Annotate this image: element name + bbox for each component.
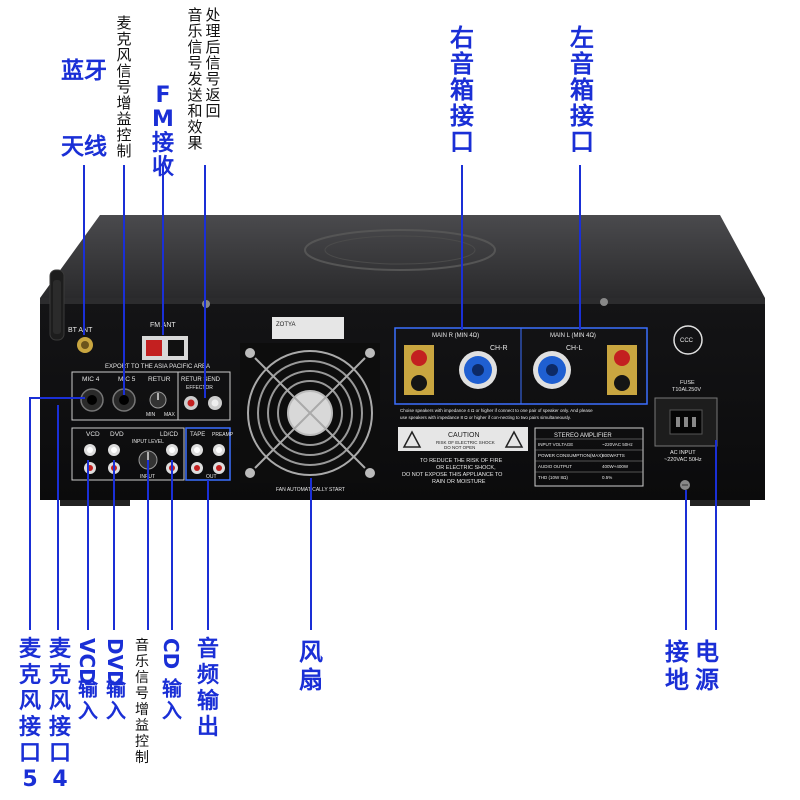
callout-cd-input-latin: CD <box>159 638 183 669</box>
brand-label: ZOTYA <box>276 322 296 328</box>
mic5-label: MIC 5 <box>118 376 136 383</box>
ac-input-label-2: ~220VAC 50Hz <box>664 457 702 463</box>
caution-body-2: OR ELECTRIC SHOCK, <box>436 465 496 471</box>
input-group-frame <box>71 427 185 481</box>
left-speakon-jack[interactable] <box>533 351 571 389</box>
callout-dvd-input: 输入 <box>106 677 127 723</box>
callout-right-speaker: 右音箱接口 <box>450 24 474 156</box>
caution-body-4: RAIN OR MOISTURE <box>432 479 486 485</box>
spec-row-value: ~220VAC 50Hz <box>602 442 634 447</box>
callout-vcd-input-latin: VCD <box>75 638 99 685</box>
callout-bt-antenna-1: 蓝牙 <box>61 57 107 84</box>
caution-body-1: TO REDUCE THE RISK OF FIRE <box>420 458 503 464</box>
right-speakon-jack[interactable] <box>459 351 497 389</box>
brand-sticker <box>272 317 344 339</box>
bluetooth-antenna <box>49 269 65 341</box>
main-r-label: MAIN R (MIN 4Ω) <box>432 333 479 339</box>
warning-triangle-icon <box>402 430 524 448</box>
spec-row-value: 800WATTS <box>602 453 625 458</box>
spec-table-frame <box>534 427 644 487</box>
mic4-jack[interactable] <box>80 388 104 412</box>
callout-vcd-input: 输入 <box>78 677 99 723</box>
ac-power-inlet[interactable] <box>654 397 718 447</box>
callout-effect-send: 音乐信号发送和效果 <box>187 6 202 152</box>
tape-label: TAPE <box>190 432 205 438</box>
fuse-label-1: FUSE <box>680 380 695 386</box>
callout-mic-gain: 麦克风信号增益控制 <box>116 14 131 160</box>
callout-audio-out: 音频输出 <box>197 636 220 740</box>
return-send-label: RETUR SEND <box>181 377 221 383</box>
dvd-label: DVD <box>110 431 124 438</box>
cooling-fan <box>240 343 380 483</box>
spec-row-value: 400W+400W <box>602 464 629 469</box>
effector-label: EFFECTOR <box>186 385 213 391</box>
caution-label: CAUTION <box>448 432 480 439</box>
left-speaker-binding-posts[interactable] <box>607 345 637 395</box>
spec-row-label: AUDIO OUTPUT <box>538 464 572 469</box>
mic-gain-min: MIN <box>146 412 156 418</box>
mic-gain-max: MAX <box>164 412 176 418</box>
callout-left-speaker: 左音箱接口 <box>570 24 594 156</box>
caution-body-3: DO NOT EXPOSE THIS APPLIANCE TO <box>402 472 503 478</box>
callout-effect-return: 处理后信号返回 <box>205 6 220 120</box>
callout-music-gain: 音乐信号增益控制 <box>135 637 149 766</box>
mic4-label: MIC 4 <box>82 376 100 383</box>
ld-cd-label: LD/CD <box>160 432 179 438</box>
return-label: RETUR <box>148 376 171 383</box>
ccc-label: CCC <box>680 338 694 344</box>
callout-ground: 接地 <box>665 638 689 694</box>
caution-sub-1: RISK OF ELECTRIC SHOCK <box>436 440 495 445</box>
ch-r-label: CH-R <box>490 345 508 352</box>
preamp-label: PREAMP <box>212 432 234 438</box>
input-level-label: INPUT LEVEL <box>132 439 164 445</box>
spec-row-label: INPUT VOLTAGE <box>538 442 573 447</box>
spec-row-value: 0.5% <box>602 475 612 480</box>
callout-bt-antenna-2: 天线 <box>61 133 107 160</box>
audio-out-rca-jacks[interactable] <box>191 444 225 474</box>
vcd-label: VCD <box>86 431 100 438</box>
ccc-certification-logo <box>673 325 703 355</box>
ground-screw[interactable] <box>680 480 690 490</box>
spec-row-label: THD (10W 8Ω) <box>538 475 568 480</box>
spec-title: STEREO AMPLIFIER <box>554 433 612 439</box>
ac-input-label-1: AC INPUT <box>670 450 696 456</box>
leader-lines <box>29 165 717 630</box>
effect-return-jack[interactable] <box>184 396 198 410</box>
fm-antenna-terminal[interactable] <box>142 336 188 360</box>
callout-fan: 风扇 <box>299 638 323 694</box>
out-label: OUT <box>206 474 217 480</box>
speaker-note-1: Choise speakers with impedance 4 Ω or hi… <box>400 408 593 413</box>
bt-ant-connector[interactable] <box>77 337 93 353</box>
bt-ant-label: BT ANT <box>68 327 93 334</box>
caution-sub-2: DO NOT OPEN <box>444 445 475 450</box>
callout-dvd-input-latin: DVD <box>103 638 127 687</box>
spec-row-label: POWER CONSUMPTION(MAX) <box>538 453 603 458</box>
effect-send-jack[interactable] <box>208 396 222 410</box>
fuse-label-2: T10AL250V <box>672 387 701 393</box>
export-banner: EXPORT TO THE ASIA PACIFIC AREA <box>105 364 210 370</box>
callout-power: 电源 <box>695 638 719 694</box>
mic-gain-knob[interactable] <box>149 391 167 409</box>
speaker-note-2: use speakers with impedance 8 Ω or highe… <box>400 415 571 420</box>
callout-cd-input: 输入 <box>162 677 183 723</box>
right-speaker-binding-posts[interactable] <box>404 345 434 395</box>
main-l-label: MAIN L (MIN 4Ω) <box>550 333 596 339</box>
ch-l-label: CH-L <box>566 345 582 352</box>
amplifier-chassis <box>40 215 765 506</box>
